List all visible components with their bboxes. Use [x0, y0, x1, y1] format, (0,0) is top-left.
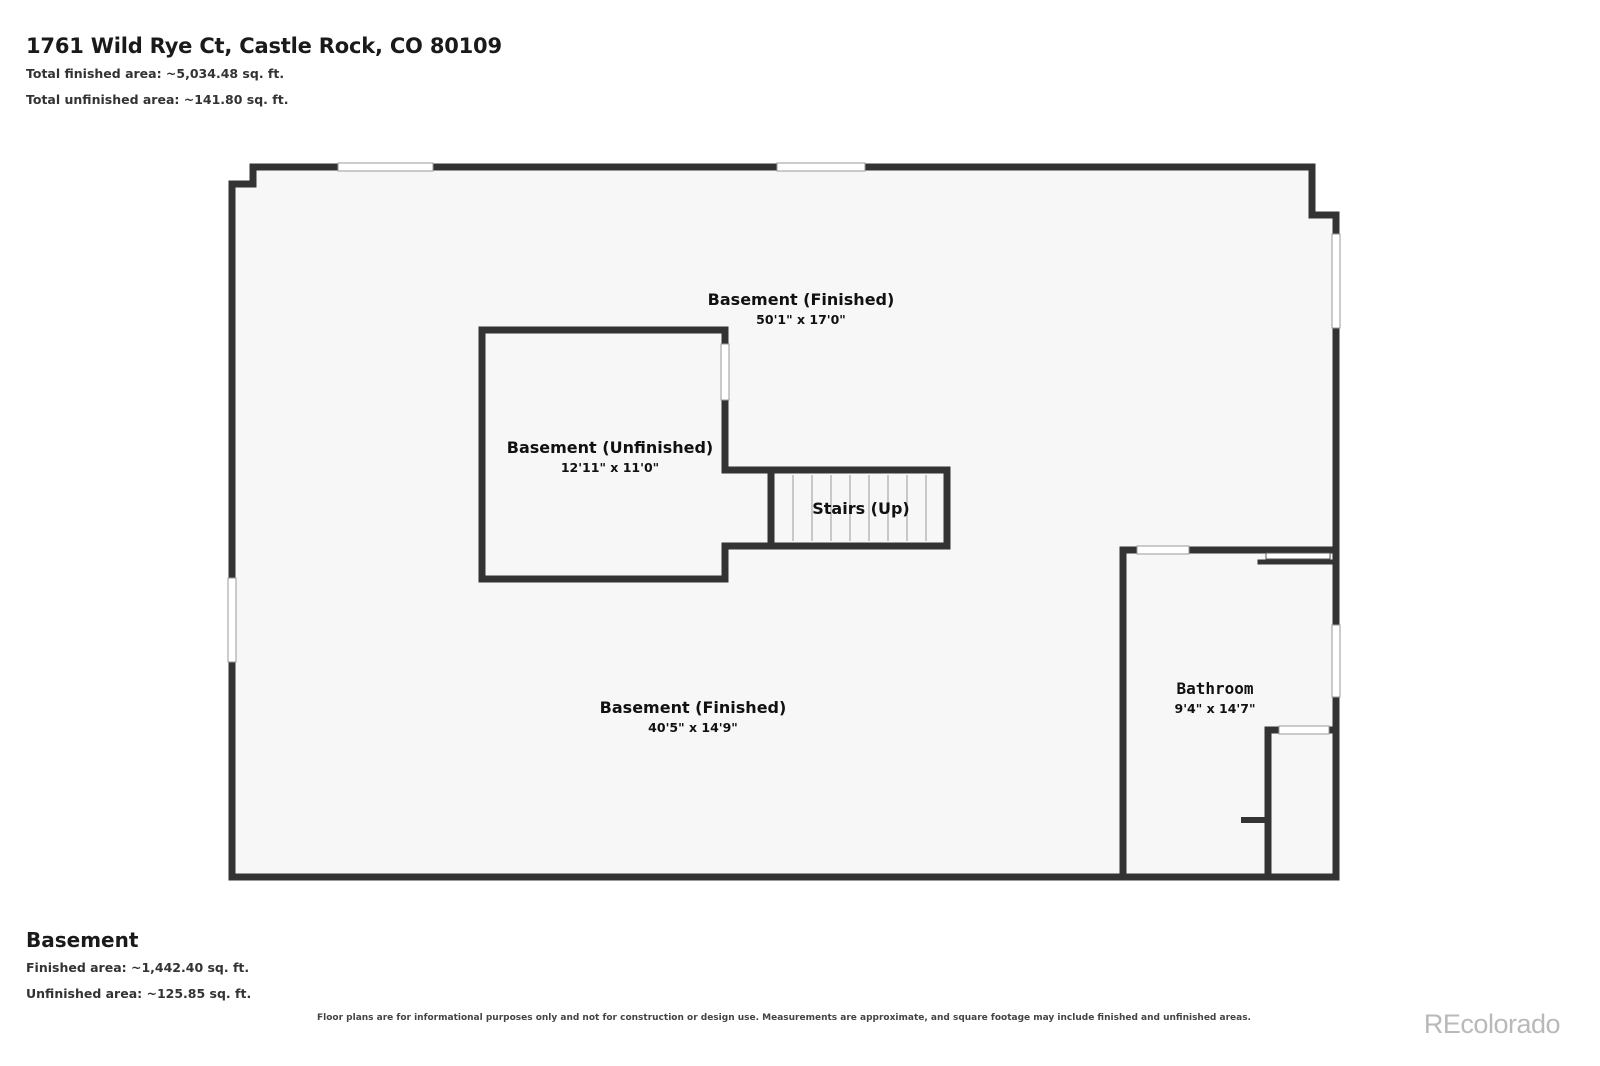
doorway: [1136, 545, 1190, 555]
total-unfinished-area: Total unfinished area: ~141.80 sq. ft.: [26, 92, 289, 107]
window: [337, 162, 434, 172]
room-dimensions: 12'11" x 11'0": [561, 460, 659, 475]
room-name: Basement (Finished): [708, 290, 895, 309]
brand-logo: REcolorado: [1423, 1009, 1561, 1039]
total-finished-area: Total finished area: ~5,034.48 sq. ft.: [26, 66, 285, 81]
floor-unfinished-area: Unfinished area: ~125.85 sq. ft.: [26, 986, 252, 1001]
vent-hatch: [1265, 552, 1331, 560]
window: [1331, 233, 1341, 329]
room-dimensions: 9'4" x 14'7": [1175, 701, 1256, 716]
floor-area: [232, 167, 1336, 877]
room-name: Stairs (Up): [812, 499, 910, 518]
disclaimer: Floor plans are for informational purpos…: [317, 1013, 1251, 1023]
doorway: [1278, 725, 1330, 735]
exterior-wall: [228, 163, 1340, 881]
stairs-wall: [721, 466, 951, 550]
window: [776, 162, 866, 172]
room-dimensions: 50'1" x 17'0": [756, 312, 846, 327]
window: [227, 577, 237, 663]
room-name: Bathroom: [1176, 679, 1253, 698]
room-dimensions: 40'5" x 14'9": [648, 720, 738, 735]
floor-name: Basement: [26, 928, 139, 952]
window: [1331, 624, 1341, 698]
room-name: Basement (Unfinished): [507, 438, 713, 457]
floor-finished-area: Finished area: ~1,442.40 sq. ft.: [26, 960, 250, 975]
window: [720, 343, 730, 401]
property-address: 1761 Wild Rye Ct, Castle Rock, CO 80109: [26, 34, 502, 58]
bathroom-wall: [1119, 546, 1340, 881]
room-name: Basement (Finished): [600, 698, 787, 717]
